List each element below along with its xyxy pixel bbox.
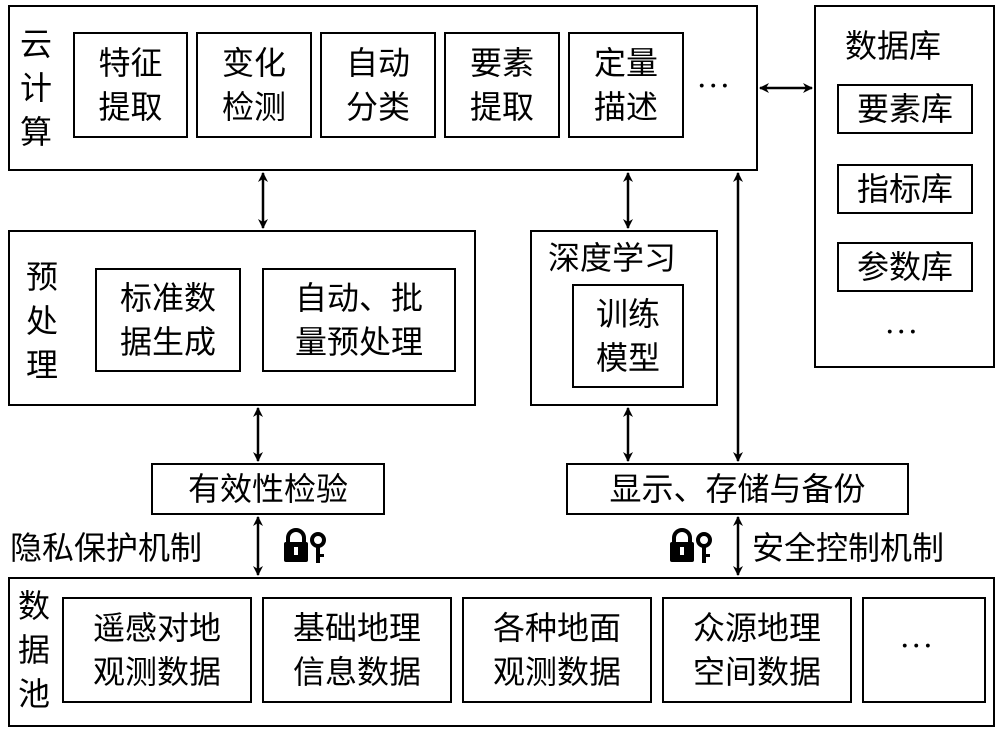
database-title: 数据库 [845, 27, 942, 65]
lock-key-icon [670, 528, 712, 563]
deep-learning-item-training-model: 训练 模型 [572, 284, 684, 388]
data-pool-more-ellipsis: ··· [900, 629, 935, 664]
data-pool-label: 数据池 [17, 587, 50, 713]
database-item-element-library: 要素库 [837, 84, 973, 134]
data-pool-item-remote-sensing: 遥感对地 观测数据 [62, 597, 252, 703]
data-pool-item-ground-observation: 各种地面 观测数据 [462, 597, 652, 703]
data-pool-item-crowdsourced-geospatial: 众源地理 空间数据 [662, 597, 852, 703]
data-pool-item-basic-geographic: 基础地理 信息数据 [262, 597, 452, 703]
cloud-item-change-detection: 变化 检测 [196, 32, 312, 138]
privacy-protection-mechanism-label: 隐私保护机制 [10, 529, 203, 567]
validity-check-box: 有效性检验 [151, 463, 385, 515]
database-more-ellipsis: ··· [885, 315, 920, 350]
cloud-computing-label: 云计算 [19, 25, 52, 151]
security-control-mechanism-label: 安全控制机制 [752, 529, 945, 567]
cloud-item-element-extraction: 要素 提取 [444, 32, 560, 138]
preprocessing-label: 预处理 [25, 258, 58, 384]
cloud-more-ellipsis: ··· [697, 69, 732, 104]
database-item-parameter-library: 参数库 [837, 242, 973, 292]
database-item-indicator-library: 指标库 [837, 164, 973, 214]
deep-learning-title: 深度学习 [548, 239, 677, 277]
preprocess-item-batch-preprocessing: 自动、批 量预处理 [262, 268, 456, 372]
data-pool-item-more [862, 597, 986, 703]
cloud-item-feature-extraction: 特征 提取 [73, 32, 188, 138]
cloud-item-auto-classification: 自动 分类 [320, 32, 436, 138]
cloud-item-quantitative-description: 定量 描述 [568, 32, 684, 138]
lock-key-icon [284, 528, 326, 563]
display-storage-backup-box: 显示、存储与备份 [566, 463, 909, 515]
preprocess-item-standard-data-generation: 标准数 据生成 [95, 268, 241, 372]
